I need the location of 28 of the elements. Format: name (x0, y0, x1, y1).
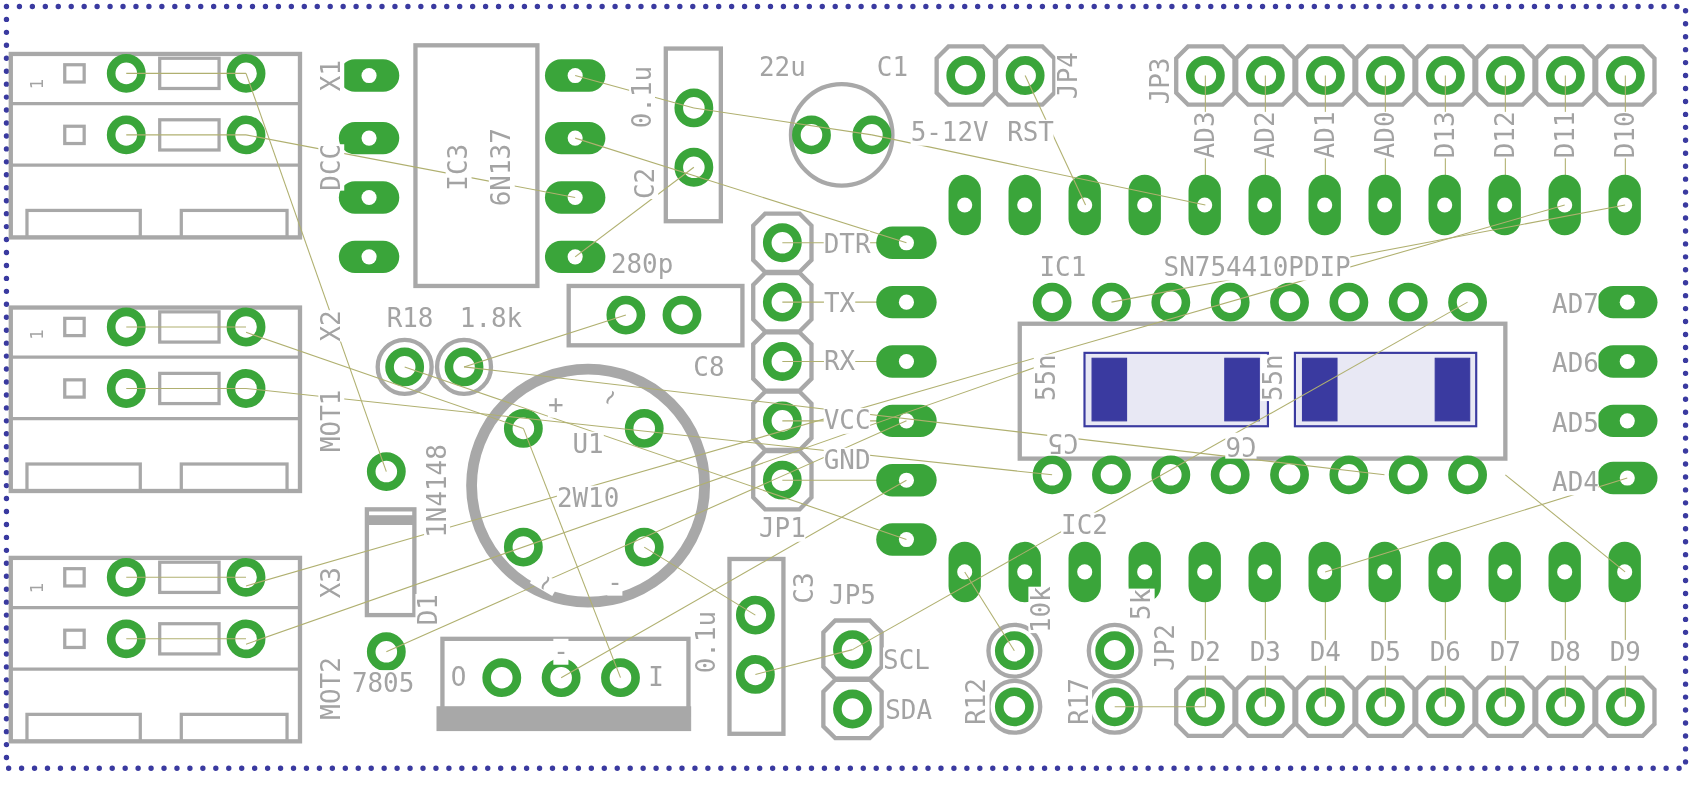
silkscreen-label: R17 (1066, 678, 1093, 725)
silkscreen-label: 280p (610, 251, 674, 278)
silkscreen-label: DCC (318, 143, 345, 191)
silkscreen-label: MOT1 (318, 389, 345, 453)
silkscreen-label: D3 (1249, 639, 1281, 666)
silkscreen-label: D9 (1609, 639, 1641, 666)
silkscreen-label: C2 (632, 167, 659, 200)
silkscreen-label: D6 (1429, 639, 1461, 666)
silkscreen-label: 0.1u (629, 65, 655, 129)
silkscreen-label: AD4 (1552, 469, 1599, 496)
silkscreen-label: 6N137 (488, 128, 515, 207)
silkscreen-label: D5 (1369, 639, 1401, 666)
silkscreen-label: - (553, 638, 569, 665)
silkscreen-label: 5-12V (910, 119, 989, 146)
silkscreen-label: 1N4148 (424, 444, 450, 538)
silkscreen-label: SN754410PDIP (1163, 254, 1351, 281)
silkscreen-label: JP1 (758, 515, 806, 542)
silkscreen-label: VCC (823, 407, 871, 434)
silkscreen-label: IC3 (445, 143, 472, 191)
silkscreen-label: X2 (318, 310, 345, 342)
silkscreen-label: D8 (1549, 639, 1581, 666)
silkscreen-label: D2 (1189, 639, 1221, 666)
silkscreen-label: D4 (1309, 639, 1341, 666)
silkscreen-label: X1 (318, 59, 345, 92)
silkscreen-label: R12 (963, 678, 990, 725)
silkscreen-label: C6 (1225, 432, 1257, 459)
silkscreen-label: 5k (1128, 588, 1155, 620)
silkscreen-label: D7 (1489, 639, 1521, 666)
